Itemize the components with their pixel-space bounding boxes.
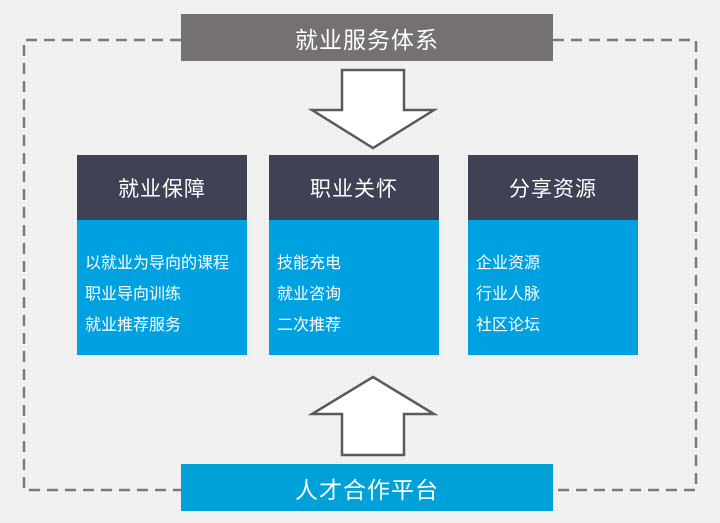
column-header: 分享资源 (468, 155, 638, 220)
list-item: 就业咨询 (277, 284, 342, 303)
list-item: 就业推荐服务 (85, 315, 182, 334)
column-title: 就业保障 (118, 176, 206, 201)
down-arrow-shape (307, 68, 439, 150)
list-item: 以就业为导向的课程 (85, 253, 230, 272)
column-header: 就业保障 (77, 155, 247, 220)
column-title: 职业关怀 (310, 176, 398, 201)
top-banner-title: 就业服务体系 (295, 27, 439, 54)
list-item: 企业资源 (476, 253, 541, 272)
column-career-care: 职业关怀 技能充电 就业咨询 二次推荐 (269, 155, 439, 355)
dashed-border-line (22, 38, 181, 492)
column-shared-resources: 分享资源 企业资源 行业人脉 社区论坛 (468, 155, 638, 355)
list-item: 二次推荐 (277, 315, 342, 334)
list-item: 社区论坛 (476, 315, 541, 334)
list-item: 行业人脉 (476, 284, 541, 303)
column-employment-guarantee: 就业保障 以就业为导向的课程 职业导向训练 就业推荐服务 (77, 155, 247, 355)
column-body: 以就业为导向的课程 职业导向训练 就业推荐服务 (77, 220, 247, 355)
list-item: 技能充电 (277, 253, 342, 272)
column-header: 职业关怀 (269, 155, 439, 220)
top-banner: 就业服务体系 (181, 14, 553, 61)
up-arrow-shape (307, 375, 439, 457)
bottom-banner: 人才合作平台 (181, 464, 553, 511)
column-body: 企业资源 行业人脉 社区论坛 (468, 220, 638, 355)
column-body: 技能充电 就业咨询 二次推荐 (269, 220, 439, 355)
column-title: 分享资源 (509, 176, 597, 201)
list-item: 职业导向训练 (85, 284, 182, 303)
bottom-banner-title: 人才合作平台 (295, 477, 439, 504)
dashed-border-line-right (553, 38, 698, 492)
